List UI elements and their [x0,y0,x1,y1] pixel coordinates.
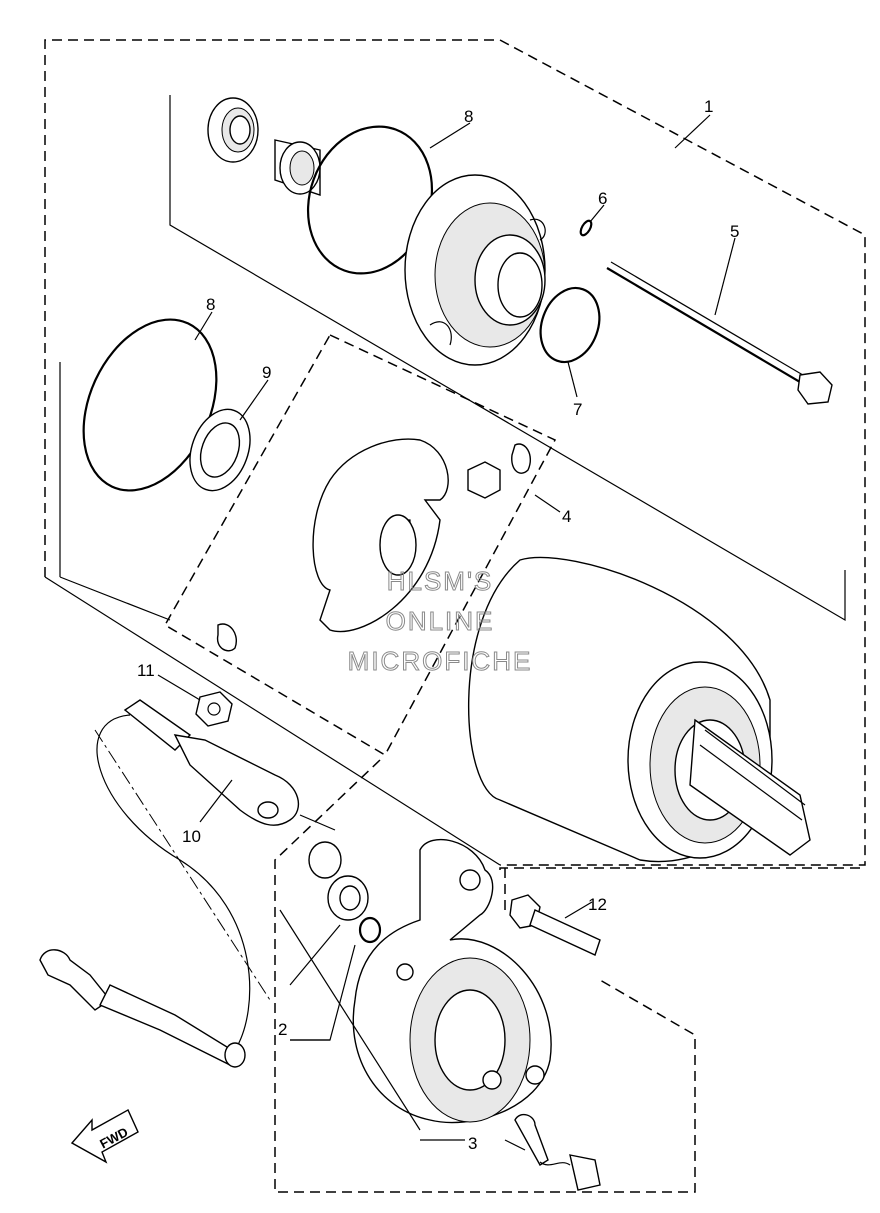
o-ring-7 [539,286,601,364]
callout-3: 3 [468,1134,477,1153]
assembly-4-boundary [163,334,557,757]
callout-11: 11 [137,661,155,680]
brush-block [467,461,501,499]
watermark-line-3: MICROFICHE [348,646,533,676]
oil-seal [207,97,259,163]
callout-2: 2 [278,1020,287,1039]
brush-plate [312,438,449,633]
needle-bearing [274,139,321,196]
assembly-1-boundary [44,39,866,866]
bolt-12 [509,894,601,956]
callout-9: 9 [262,363,271,382]
callout-1: 1 [704,97,713,116]
front-cover [404,174,546,366]
o-ring-6 [579,219,593,237]
lower-washers [308,841,382,944]
callout-8-upper: 8 [464,107,473,126]
lead-wire-10 [123,699,300,826]
lower-housing-boundary [274,759,696,1193]
fwd-arrow-icon: FWD [70,1109,139,1164]
callout-7: 7 [573,400,582,419]
brush-spring-upper [511,443,532,474]
watermark: HLSM'S ONLINE MICROFICHE [347,566,533,677]
nut-11 [195,691,233,727]
brush-terminal-3 [514,1113,601,1191]
bolt-12-boundary [499,867,865,870]
watermark-line-2: ONLINE [386,606,495,636]
bracket-upper [169,95,846,622]
callout-4: 4 [562,507,571,526]
callout-8-lower: 8 [206,295,215,314]
yoke-armature [468,556,811,863]
watermark-line-1: HLSM'S [387,566,494,596]
brush-spring-lower [216,623,237,652]
callout-10: 10 [182,827,201,846]
rear-cover [352,838,552,1124]
center-axis [94,729,271,1001]
leader-lines [157,114,736,1151]
lead-wire-lower [39,949,246,1068]
washer-9 [189,408,251,492]
through-bolt-5 [606,261,833,405]
callout-12: 12 [588,895,607,914]
callout-5: 5 [730,222,739,241]
callout-6: 6 [598,189,607,208]
